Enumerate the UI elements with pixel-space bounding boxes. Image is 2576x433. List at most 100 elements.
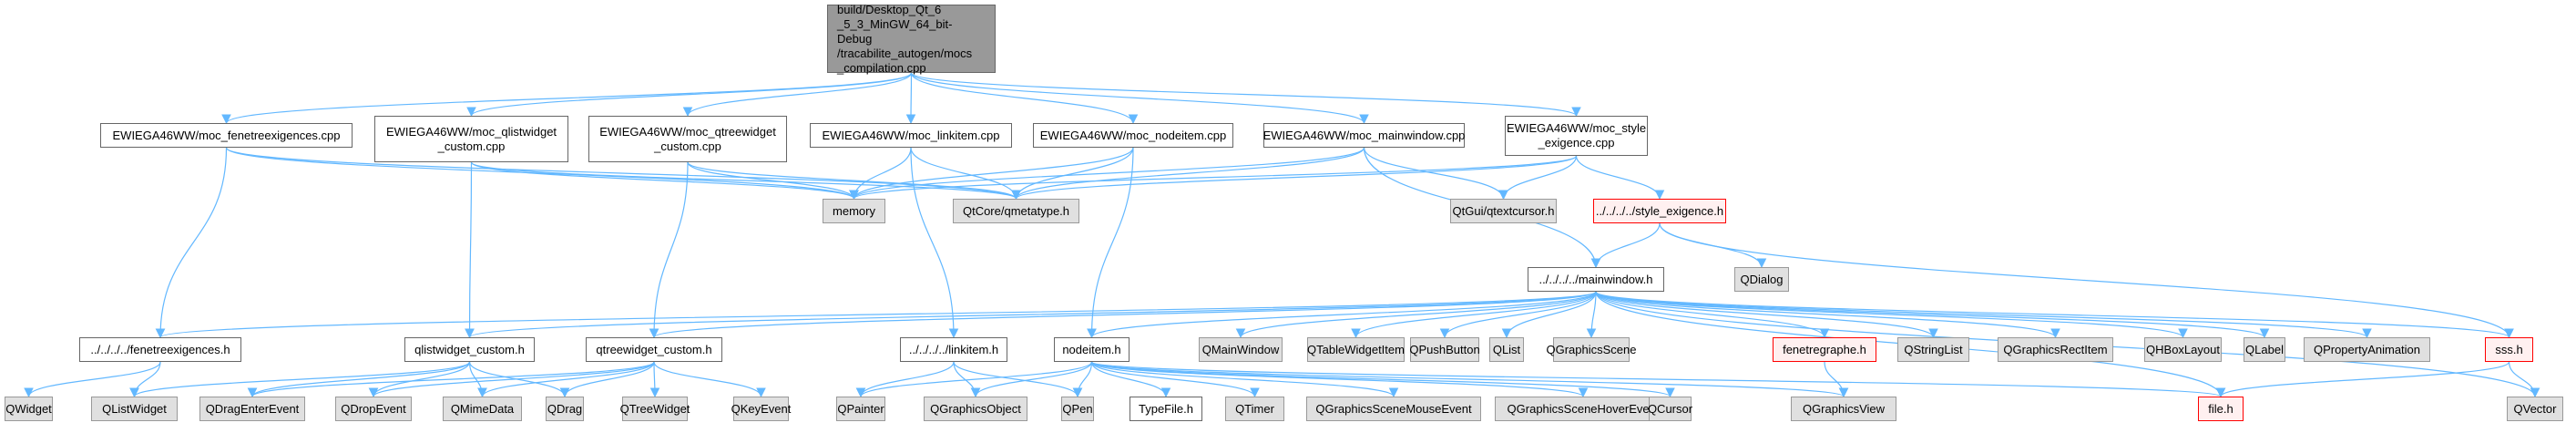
edge-moc_main-to-memory bbox=[849, 147, 1365, 201]
edge-node_h-to-QPen bbox=[1072, 361, 1093, 398]
edge-sss_h-to-QVector bbox=[2508, 361, 2540, 398]
node-qpen[interactable]: QPen bbox=[1061, 397, 1094, 421]
edge-qlw_h-to-QListWidget bbox=[129, 361, 471, 398]
edge-moc_qlw-to-qmeta bbox=[470, 161, 1021, 201]
edge-mainwindow_h-to-QPropertyAnimation bbox=[1595, 291, 2372, 339]
edge-mainwindow_h-to-fenetregraphe_h bbox=[1595, 291, 1830, 339]
node-qgraphicsview[interactable]: QGraphicsView bbox=[1791, 397, 1896, 421]
node-qmeta[interactable]: QtCore/qmetatype.h bbox=[953, 199, 1079, 223]
node-typefile-h[interactable]: TypeFile.h bbox=[1130, 397, 1202, 421]
node-moc-main[interactable]: EWIEGA46WW/moc_mainwindow.cpp bbox=[1263, 123, 1465, 148]
edge-mainwindow_h-to-sss_h bbox=[1595, 291, 2514, 339]
node-fen-h[interactable]: ../../../../fenetreexigences.h bbox=[79, 337, 241, 362]
edge-root-to-moc_node bbox=[910, 72, 1139, 125]
node-moc-style[interactable]: EWIEGA46WW/moc_style _exigence.cpp bbox=[1505, 116, 1648, 156]
node-qlabel[interactable]: QLabel bbox=[2244, 337, 2285, 362]
edge-style_h-to-sss_h bbox=[1659, 222, 2514, 339]
node-root[interactable]: build/Desktop_Qt_6 _5_3_MinGW_64_bit-Deb… bbox=[827, 3, 996, 75]
node-qgraphicsscene[interactable]: QGraphicsScene bbox=[1547, 337, 1637, 362]
edge-node_h-to-QGraphicsObject bbox=[970, 361, 1093, 398]
node-qlist[interactable]: QList bbox=[1489, 337, 1524, 362]
node-qdialog[interactable]: QDialog bbox=[1734, 267, 1789, 292]
node-qtw-h[interactable]: qtreewidget_custom.h bbox=[586, 337, 722, 362]
node-qwidget[interactable]: QWidget bbox=[5, 397, 53, 421]
node-moc-qtw[interactable]: EWIEGA46WW/moc_qtreewidget _custom.cpp bbox=[588, 116, 787, 162]
edge-moc_qtw-to-memory bbox=[687, 161, 859, 201]
node-sss-h[interactable]: sss.h bbox=[2485, 337, 2533, 362]
edge-mainwindow_h-to-qtw_h bbox=[649, 291, 1597, 339]
edge-node_h-to-QGSHover bbox=[1090, 361, 1589, 398]
node-qmainwindow[interactable]: QMainWindow bbox=[1199, 337, 1283, 362]
node-qcursor[interactable]: QCursor bbox=[1648, 397, 1692, 421]
node-qstringlist[interactable]: QStringList bbox=[1897, 337, 1969, 362]
node-qtimer[interactable]: QTimer bbox=[1225, 397, 1284, 421]
edge-root-to-moc_qtw bbox=[682, 72, 913, 118]
edge-sss_h-to-file_h bbox=[2215, 361, 2510, 398]
node-qlw-h[interactable]: qlistwidget_custom.h bbox=[404, 337, 535, 362]
edge-qtw_h-to-QDragEnterEvent bbox=[247, 361, 655, 398]
edge-moc_main-to-qtextcursor bbox=[1363, 147, 1508, 201]
node-qmimedata[interactable]: QMimeData bbox=[443, 397, 522, 421]
edge-moc_style-to-qtextcursor bbox=[1498, 155, 1578, 201]
edge-root-to-moc_fen bbox=[221, 72, 913, 125]
node-moc-fen[interactable]: EWIEGA46WW/moc_fenetreexigences.cpp bbox=[100, 123, 353, 148]
node-qkeyevent[interactable]: QKeyEvent bbox=[731, 397, 791, 421]
edge-mainwindow_h-to-QList bbox=[1501, 291, 1597, 339]
edge-mainwindow_h-to-QHBoxLayout bbox=[1595, 291, 2188, 339]
node-qlistwidget[interactable]: QListWidget bbox=[91, 397, 178, 421]
node-moc-node[interactable]: EWIEGA46WW/moc_nodeitem.cpp bbox=[1033, 123, 1233, 148]
node-link-h[interactable]: ../../../../linkitem.h bbox=[900, 337, 1007, 362]
edge-moc_main-to-qmeta bbox=[1011, 147, 1365, 201]
edge-mainwindow_h-to-fen_h bbox=[156, 291, 1597, 339]
edge-moc_style-to-qmeta bbox=[1011, 155, 1578, 201]
edge-moc_link-to-qmeta bbox=[910, 147, 1021, 201]
edge-mainwindow_h-to-QLabel bbox=[1595, 291, 2270, 339]
node-qgraphicsrectitem[interactable]: QGraphicsRectItem bbox=[1998, 337, 2113, 362]
edge-link_h-to-QPainter bbox=[855, 361, 955, 398]
edge-mainwindow_h-to-QGraphicsRectItem bbox=[1595, 291, 2060, 339]
edge-node_h-to-QPainter bbox=[855, 361, 1093, 398]
node-moc-qlw[interactable]: EWIEGA46WW/moc_qlistwidget _custom.cpp bbox=[374, 116, 568, 162]
edge-root-to-moc_main bbox=[910, 72, 1369, 125]
node-file-h[interactable]: file.h bbox=[2198, 397, 2244, 421]
node-node-h[interactable]: nodeitem.h bbox=[1054, 337, 1130, 362]
edge-moc_qlw-to-qlw_h bbox=[465, 161, 475, 339]
node-qdropevent[interactable]: QDropEvent bbox=[335, 397, 412, 421]
edge-fenetregraphe_h-to-QGraphicsView bbox=[1824, 361, 1849, 398]
edge-moc_style-to-memory bbox=[849, 155, 1578, 201]
node-fenetregraphe-h[interactable]: fenetregraphe.h bbox=[1773, 337, 1876, 362]
edge-node_h-to-QGSMouse bbox=[1090, 361, 1399, 398]
edge-style_h-to-mainwindow_h bbox=[1590, 222, 1661, 269]
node-qgraphicsobject[interactable]: QGraphicsObject bbox=[924, 397, 1027, 421]
edge-qtw_h-to-QDrag bbox=[559, 361, 655, 398]
node-qdrag[interactable]: QDrag bbox=[546, 397, 584, 421]
node-memory[interactable]: memory bbox=[823, 199, 885, 223]
edge-moc_fen-to-fen_h bbox=[155, 147, 228, 339]
edge-moc_link-to-link_h bbox=[910, 147, 959, 339]
node-qhboxlayout[interactable]: QHBoxLayout bbox=[2144, 337, 2222, 362]
edge-mainwindow_h-to-QStringList bbox=[1595, 291, 1938, 339]
edge-mainwindow_h-to-QGraphicsScene bbox=[1586, 291, 1597, 339]
node-style-h[interactable]: ../../../../style_exigence.h bbox=[1593, 199, 1726, 223]
node-qgsmouse[interactable]: QGraphicsSceneMouseEvent bbox=[1306, 397, 1481, 421]
node-qpainter[interactable]: QPainter bbox=[836, 397, 885, 421]
edge-root-to-moc_qlw bbox=[466, 72, 913, 118]
node-moc-link[interactable]: EWIEGA46WW/moc_linkitem.cpp bbox=[810, 123, 1012, 148]
edge-qtw_h-to-QDropEvent bbox=[368, 361, 655, 398]
node-qgshover[interactable]: QGraphicsSceneHoverEvent bbox=[1495, 397, 1671, 421]
node-qtablewidgetitem[interactable]: QTableWidgetItem bbox=[1307, 337, 1405, 362]
node-qtreewidget[interactable]: QTreeWidget bbox=[620, 397, 690, 421]
node-mainwindow-h[interactable]: ../../../../mainwindow.h bbox=[1528, 267, 1664, 292]
edge-moc_qtw-to-qmeta bbox=[687, 161, 1021, 201]
node-qdragenterevent[interactable]: QDragEnterEvent bbox=[199, 397, 305, 421]
edge-node_h-to-file_h bbox=[1090, 361, 2225, 398]
edge-mainwindow_h-to-node_h bbox=[1087, 291, 1597, 339]
node-qvector[interactable]: QVector bbox=[2507, 397, 2563, 421]
node-qpushbutton[interactable]: QPushButton bbox=[1409, 337, 1480, 362]
edge-moc_qtw-to-qtw_h bbox=[649, 161, 689, 339]
node-qpropertyanimation[interactable]: QPropertyAnimation bbox=[2304, 337, 2430, 362]
edge-moc_node-to-memory bbox=[849, 147, 1134, 201]
edge-qlw_h-to-QMimeData bbox=[468, 361, 487, 398]
node-qtextcursor[interactable]: QtGui/qtextcursor.h bbox=[1450, 199, 1557, 223]
